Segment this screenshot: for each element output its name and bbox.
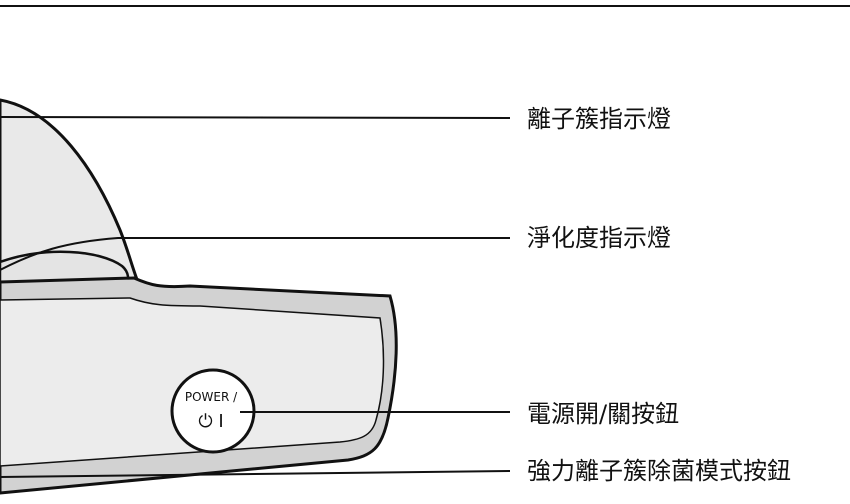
leader-ion-indicator <box>0 116 511 119</box>
callout-strong-ion-mode-button: 強力離子簇除菌模式按鈕 <box>527 457 791 485</box>
power-button-label: POWER / <box>185 390 238 404</box>
leader-strong-ion-mode <box>0 470 511 478</box>
callout-purity-indicator: 淨化度指示燈 <box>527 224 671 252</box>
callout-power-button: 電源開/關按鈕 <box>527 400 680 428</box>
callout-ion-indicator: 離子簇指示燈 <box>527 105 671 133</box>
power-icon: ⏻ I <box>198 411 223 432</box>
leader-purity-indicator <box>0 237 510 271</box>
